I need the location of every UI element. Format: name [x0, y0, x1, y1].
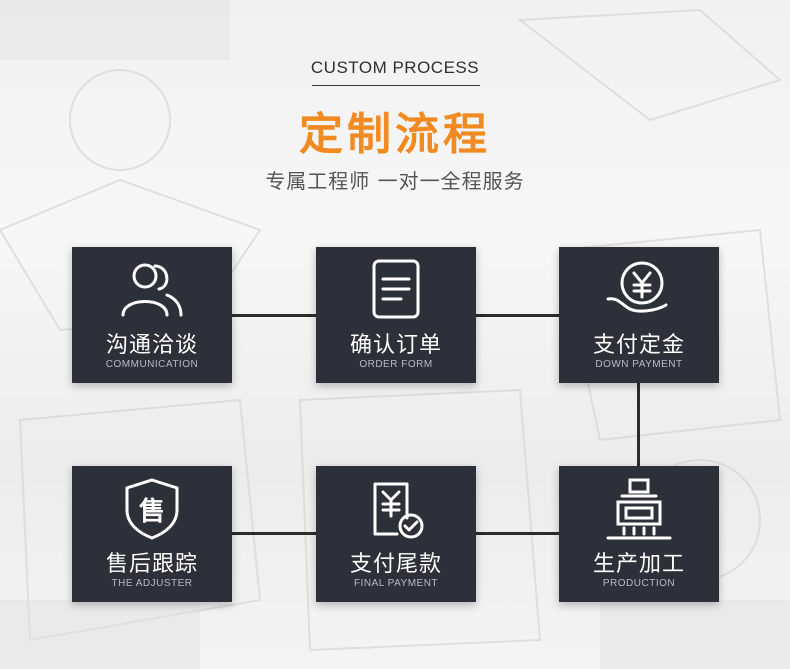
- page-title: 定制流程: [299, 109, 491, 160]
- step-subtitle: FINAL PAYMENT: [353, 578, 439, 589]
- connector-5-6: [476, 532, 559, 535]
- people-icon: [121, 263, 183, 317]
- step-subtitle: ORDER FORM: [359, 359, 433, 370]
- step-title: 支付定金: [592, 333, 685, 358]
- eyebrow-underline: [312, 85, 480, 86]
- step-title: 售后跟踪: [105, 552, 198, 577]
- step-subtitle: DOWN PAYMENT: [595, 359, 683, 370]
- step-card-order-form: 确认订单 ORDER FORM: [316, 247, 476, 383]
- step-card-final-payment: 支付尾款 FINAL PAYMENT: [316, 466, 476, 602]
- step-subtitle: PRODUCTION: [602, 578, 676, 589]
- step-title: 沟通洽谈: [105, 333, 198, 358]
- shield-badge-icon: 售: [125, 478, 179, 540]
- document-icon: [372, 259, 420, 319]
- yen-check-icon: [373, 482, 424, 539]
- step-title: 生产加工: [592, 552, 685, 577]
- machine-icon: [606, 478, 672, 540]
- step-card-production: 生产加工 PRODUCTION: [559, 466, 719, 602]
- step-subtitle: THE ADJUSTER: [111, 578, 193, 589]
- connector-1-2: [232, 314, 316, 317]
- step-card-after-sales: 售 售后跟踪 THE ADJUSTER: [72, 466, 232, 602]
- step-title: 支付尾款: [349, 552, 442, 577]
- step-subtitle: COMMUNICATION: [105, 359, 199, 370]
- eyebrow-heading: CUSTOM PROCESS: [310, 58, 480, 77]
- step-card-communication: 沟通洽谈 COMMUNICATION: [72, 247, 232, 383]
- connector-2-3: [476, 314, 559, 317]
- step-card-down-payment: 支付定金 DOWN PAYMENT: [559, 247, 719, 383]
- connector-3-6: [637, 383, 640, 466]
- svg-text:售: 售: [139, 496, 165, 527]
- connector-4-5: [232, 532, 316, 535]
- step-title: 确认订单: [349, 333, 442, 358]
- yen-coin-hand-icon: [606, 261, 668, 313]
- page-subtitle: 专属工程师 一对一全程服务: [265, 169, 525, 193]
